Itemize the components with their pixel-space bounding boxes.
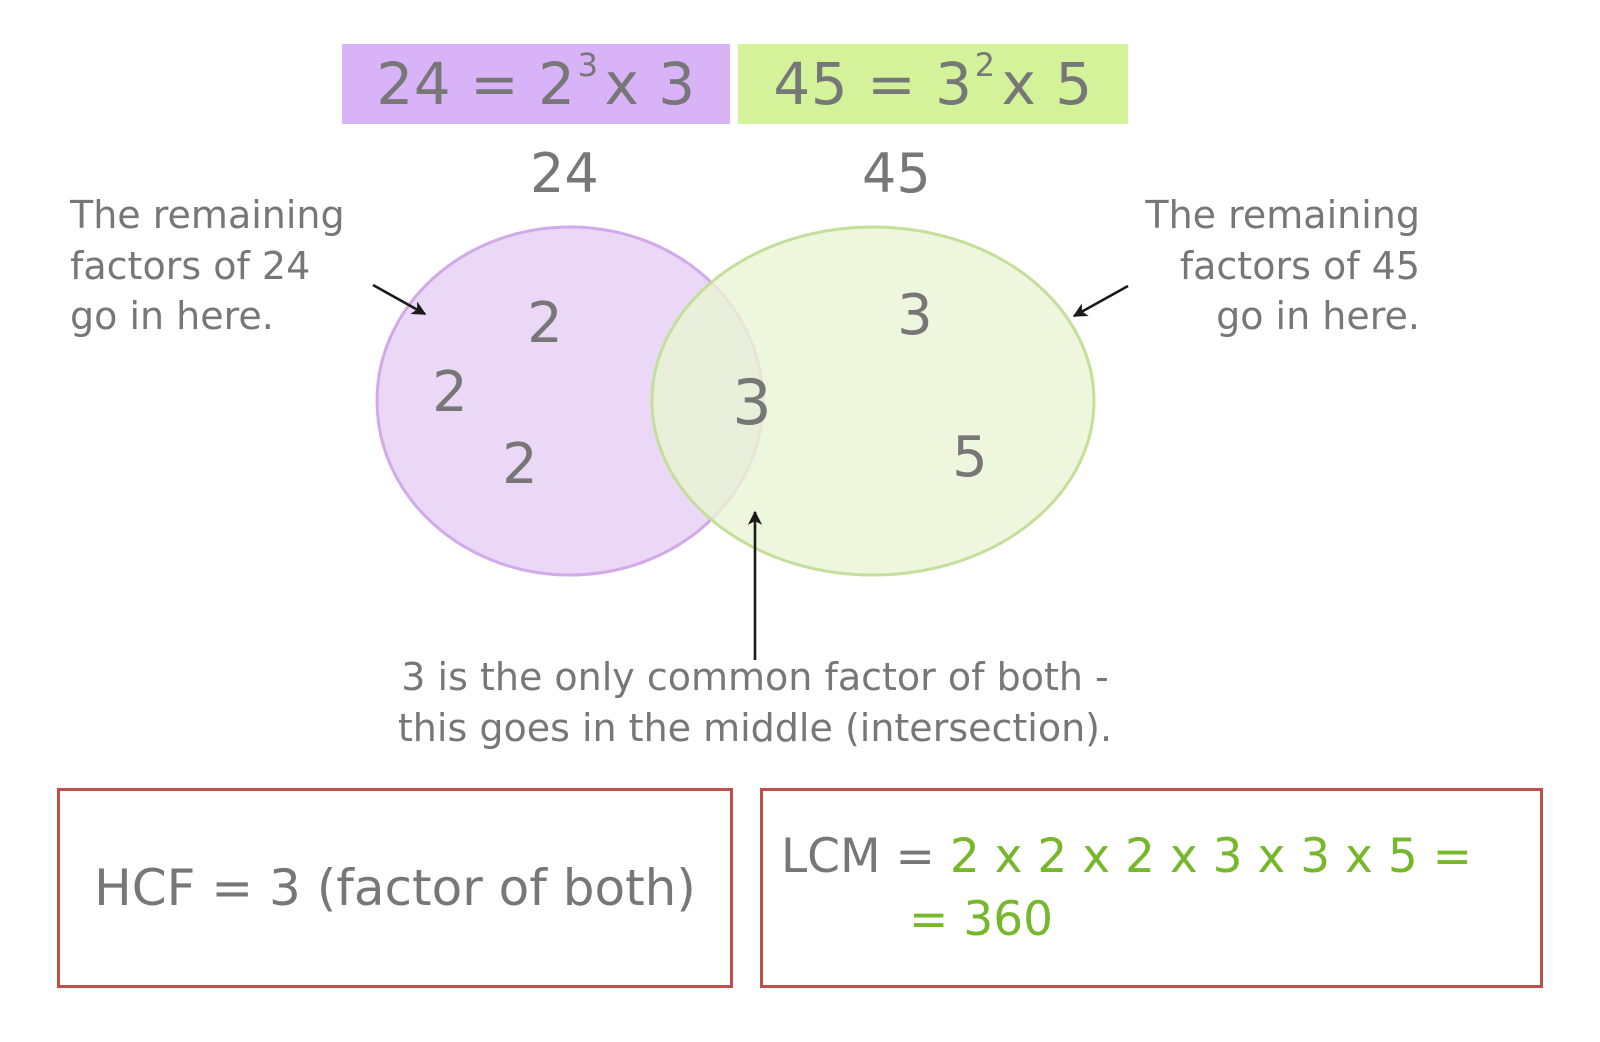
callout-left-text: The remaining factors of 24 go in here. — [70, 193, 345, 339]
chip45-times: x — [1001, 50, 1037, 118]
venn-left-factor-3: 2 — [502, 432, 538, 497]
venn-left-set-label: 24 — [530, 142, 599, 205]
venn-right-factor-1: 3 — [897, 283, 933, 348]
chip45-other: 5 — [1055, 50, 1093, 118]
chip24-exponent: 3 — [577, 46, 599, 84]
venn-right-set-label: 45 — [862, 142, 931, 205]
lcm-line-1: LCM = 2 x 2 x 2 x 3 x 3 x 5 = — [781, 825, 1472, 888]
chip45-exponent: 2 — [974, 46, 996, 84]
chip45-equals: = — [867, 50, 917, 118]
chip24-base: 2 — [538, 50, 576, 118]
venn-intersection-factor-1: 3 — [732, 366, 772, 439]
hcf-result-box: HCF = 3 (factor of both) — [57, 788, 733, 988]
lcm-result-box: LCM = 2 x 2 x 2 x 3 x 3 x 5 = = 360 — [760, 788, 1543, 988]
venn-left-factor-2: 2 — [432, 360, 468, 425]
venn-right-factor-2: 5 — [952, 425, 988, 490]
chip24-other: 3 — [658, 50, 696, 118]
venn-circle-right — [650, 225, 1096, 577]
callout-intersection-text: 3 is the only common factor of both - th… — [397, 655, 1113, 750]
chip45-base: 3 — [935, 50, 973, 118]
hcf-result-text: HCF = 3 (factor of both) — [94, 859, 696, 917]
chip24-times: x — [604, 50, 640, 118]
chip45-number: 45 — [773, 50, 849, 118]
lcm-prefix: LCM = — [781, 828, 950, 884]
chip24-number: 24 — [376, 50, 452, 118]
lcm-line-2: = 360 — [909, 892, 1054, 947]
lcm-expression: 2 x 2 x 2 x 3 x 3 x 5 = — [949, 828, 1473, 884]
callout-right-text: The remaining factors of 45 go in here. — [1145, 193, 1420, 339]
lcm-result-text: LCM = 2 x 2 x 2 x 3 x 3 x 5 = = 360 — [781, 825, 1472, 952]
chip24-equals: = — [470, 50, 520, 118]
venn-left-factor-1: 2 — [527, 291, 563, 356]
